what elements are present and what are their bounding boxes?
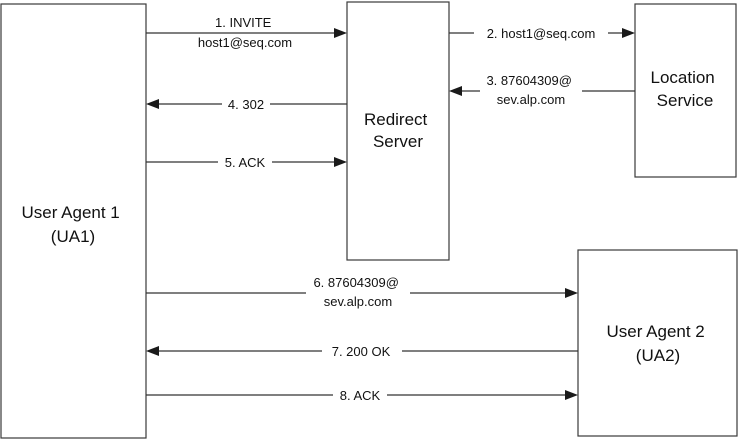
user-agent-1-box xyxy=(0,3,147,439)
message-7-200-ok: 7. 200 OK xyxy=(146,342,578,359)
message-7-arrowhead xyxy=(146,346,159,356)
message-3-response: 3. 87604309@ sev.alp.com xyxy=(449,71,635,109)
message-3-arrowhead xyxy=(449,86,462,96)
message-2-query: 2. host1@seq.com xyxy=(449,24,635,41)
message-7-label-bg xyxy=(322,342,402,359)
message-3-label-bg xyxy=(480,71,582,109)
message-3-label-line-1: 3. 87604309@ xyxy=(486,73,572,88)
message-6-label: 6. 87604309@ sev.alp.com xyxy=(313,275,402,309)
message-4-arrowhead xyxy=(146,99,159,109)
message-1-arrowhead xyxy=(334,28,347,38)
message-5-arrowhead xyxy=(334,157,347,167)
user-agent-2-label-line-1: User Agent 2 xyxy=(606,322,704,341)
message-8-label: 8. ACK xyxy=(340,388,381,403)
redirect-server-label: Redirect Server xyxy=(364,110,432,151)
message-6-invite-ua2: 6. 87604309@ sev.alp.com xyxy=(146,274,578,310)
message-8-label-bg xyxy=(333,386,387,403)
location-service-label-line-2: Service xyxy=(657,91,714,110)
message-2-arrowhead xyxy=(622,28,635,38)
message-8-ack: 8. ACK xyxy=(146,386,578,403)
message-5-label: 5. ACK xyxy=(225,155,266,170)
message-2-label: 2. host1@seq.com xyxy=(487,26,596,41)
message-4-label-bg xyxy=(222,95,270,112)
redirect-server-label-line-1: Redirect xyxy=(364,110,428,129)
redirect-server-label-line-2: Server xyxy=(373,132,423,151)
user-agent-1-label-line-2: (UA1) xyxy=(51,227,95,246)
message-4-label: 4. 302 xyxy=(228,97,264,112)
message-6-label-line-1: 6. 87604309@ xyxy=(313,275,399,290)
message-7-label: 7. 200 OK xyxy=(332,344,391,359)
message-8-arrowhead xyxy=(565,390,578,400)
user-agent-2-label-line-2: (UA2) xyxy=(636,346,680,365)
message-1-label-line-1: 1. INVITE xyxy=(215,15,272,30)
message-3-label-line-2: sev.alp.com xyxy=(497,92,565,107)
message-1-label: 1. INVITE host1@seq.com xyxy=(198,15,292,50)
location-service-label-line-1: Location xyxy=(650,68,714,87)
message-3-label: 3. 87604309@ sev.alp.com xyxy=(486,73,575,107)
user-agent-2-label: User Agent 2 (UA2) xyxy=(606,322,709,365)
location-service-label: Location Service xyxy=(650,68,719,110)
message-6-arrowhead xyxy=(565,288,578,298)
message-1-label-line-2: host1@seq.com xyxy=(198,35,292,50)
user-agent-1-label-line-1: User Agent 1 xyxy=(21,203,119,222)
redirect-server-box xyxy=(346,1,450,261)
message-4-302: 4. 302 xyxy=(146,95,347,112)
message-6-label-bg xyxy=(306,274,410,310)
location-service-box xyxy=(634,3,737,178)
message-5-label-bg xyxy=(218,153,272,170)
message-5-ack: 5. ACK xyxy=(146,153,347,170)
message-2-label-bg xyxy=(474,24,608,41)
message-6-label-line-2: sev.alp.com xyxy=(324,294,392,309)
user-agent-2-box xyxy=(577,249,738,437)
user-agent-1-label: User Agent 1 (UA1) xyxy=(21,203,124,246)
message-1-invite: 1. INVITE host1@seq.com xyxy=(146,15,347,50)
